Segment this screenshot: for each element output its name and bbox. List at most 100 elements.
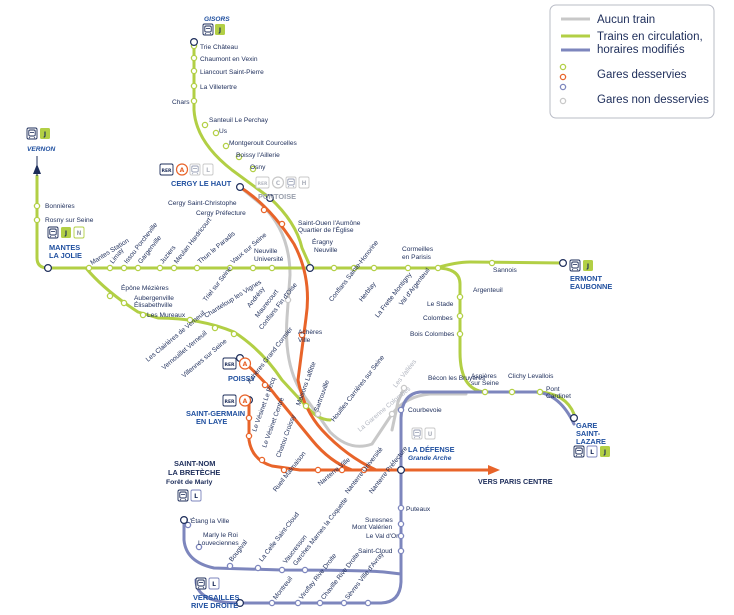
station-dot	[294, 599, 302, 607]
station-label-sartrouville: Sartrouville	[313, 379, 331, 413]
line-a-badge: A	[243, 361, 248, 368]
hub-dot-vrd	[236, 598, 245, 607]
station-dot	[338, 466, 346, 474]
rer-badge: RER	[161, 168, 172, 174]
hub-label-snom-1: SAINT-NOM	[174, 459, 215, 468]
grey-line-garenne	[390, 386, 406, 432]
station-dot	[245, 432, 253, 440]
station-label-chatou: Chatou Croissy	[275, 413, 297, 458]
station-label-garches: Garches Marnes la Coquette	[292, 496, 350, 567]
station-label-etang-la-ville: L'Étang la Ville	[186, 516, 230, 525]
legend-dot-grey	[559, 97, 567, 105]
hub-label-defense-2: Grande Arche	[408, 455, 452, 462]
station-dot	[120, 299, 128, 307]
station-label-santeuil: Santeuil Le Perchay	[209, 117, 269, 124]
station-dot	[212, 129, 220, 137]
line-a-badge: A	[180, 167, 185, 174]
hub-label-sgl-2: EN LAYE	[196, 417, 227, 426]
station-dot	[184, 521, 192, 529]
station-dot	[302, 402, 310, 410]
hub-label-pontoise: PONTOISE	[258, 192, 296, 201]
badge-gsl: L J	[573, 445, 610, 458]
station-label-saint-cloud: Saint-Cloud	[358, 548, 393, 555]
station-label-suresnes-2: Mont Valérien	[352, 524, 393, 531]
station-label-herblay: Herblay	[358, 280, 378, 303]
orange-station-dots	[245, 206, 368, 474]
station-dot	[397, 547, 405, 555]
station-dot	[301, 566, 309, 574]
hub-dot-gsl	[569, 414, 578, 423]
hub-label-poissy: POISSY	[228, 374, 256, 383]
station-label-st-ouen-aumone: Saint-Ouen l'Aumône	[298, 220, 361, 227]
badge-poissy: RER A	[222, 357, 252, 370]
hub-label-gsl-1: GARE	[576, 421, 597, 430]
station-label-colombes: Colombes	[423, 315, 453, 322]
station-dot	[245, 414, 253, 422]
hub-dot-defense	[397, 466, 406, 475]
badge-snom: L	[177, 489, 202, 502]
hub-dot-ermont	[558, 259, 567, 268]
hub-label-gisors: GISORS	[204, 16, 230, 23]
station-dot	[226, 264, 234, 272]
badge-sgl: RER A	[222, 394, 252, 407]
line-j-badge: J	[64, 230, 67, 237]
station-dot	[364, 599, 372, 607]
hub-label-vrd-1: VERSAILLES	[193, 593, 239, 602]
station-label-clichy: Clichy Levallois	[508, 373, 554, 380]
badge-gisors: J	[202, 23, 225, 36]
station-dot	[120, 264, 128, 272]
station-dot	[156, 264, 164, 272]
station-label-puteaux: Puteaux	[406, 506, 431, 513]
station-label-montgeroult: Montgeroult Courcelles	[229, 140, 298, 147]
station-label-us: Us	[219, 128, 228, 135]
line-c-badge: C	[276, 180, 281, 187]
station-label-le-stade: Le Stade	[427, 301, 454, 308]
rer-badge: RER	[257, 181, 268, 187]
station-dot	[397, 532, 405, 540]
orange-line-poissy	[238, 356, 354, 472]
hub-label-vernon: VERNON	[27, 146, 55, 153]
hub-label-defense-1: LA DÉFENSE	[408, 445, 455, 454]
station-dot	[280, 466, 288, 474]
hub-dot-snom	[180, 515, 189, 524]
station-dot	[284, 296, 292, 304]
station-label-trie-chateau: Trie Château	[200, 44, 238, 51]
station-label-pont-cardinet-1: Pont	[546, 386, 560, 393]
badge-vernon: J	[26, 127, 50, 140]
station-label-marly-1: Marly le Roi	[203, 532, 238, 539]
station-label-villetertre: La Villetertre	[200, 84, 237, 91]
station-label-cergy-prefecture: Cergy Préfecture	[196, 210, 246, 217]
station-label-cormeilles-2: en Parisis	[402, 254, 432, 261]
line-h-badge: H	[301, 180, 306, 187]
hub-dot-cergy	[236, 183, 245, 192]
line-j-badge: J	[43, 131, 46, 138]
hub-label-vrd-2: RIVE DROITE	[191, 601, 238, 610]
hub-label-snom-3: Forêt de Marly	[166, 479, 213, 486]
station-dot	[397, 504, 405, 512]
station-dot	[170, 264, 178, 272]
line-n-badge: N	[76, 230, 81, 237]
station-dot	[106, 292, 114, 300]
station-dot	[488, 259, 496, 267]
blue-station-dots	[184, 406, 405, 607]
badge-vrd: L	[195, 577, 220, 590]
station-dot	[254, 564, 262, 572]
badge-defense: U	[411, 427, 436, 440]
line-l-badge: L	[590, 449, 594, 456]
station-dot	[508, 388, 516, 396]
station-dot	[360, 466, 368, 474]
station-dot	[261, 381, 269, 389]
line-j-badge: J	[218, 27, 221, 34]
station-label-asnieres-2: sur Seine	[471, 380, 499, 387]
station-label-argenteuil: Argenteuil	[473, 287, 503, 294]
grey-station-dots	[284, 296, 408, 418]
line-j-badge: J	[603, 449, 606, 456]
hub-dot-gisors	[190, 37, 199, 46]
station-dot	[330, 264, 338, 272]
legend-modified-2: horaires modifiés	[597, 44, 685, 56]
station-dot	[193, 264, 201, 272]
station-label-les-mureaux: Les Mureaux	[147, 312, 186, 319]
line-a-badge: A	[243, 398, 248, 405]
station-label-neuville-univ-1: Neuville	[254, 248, 278, 255]
station-dot	[201, 121, 209, 129]
